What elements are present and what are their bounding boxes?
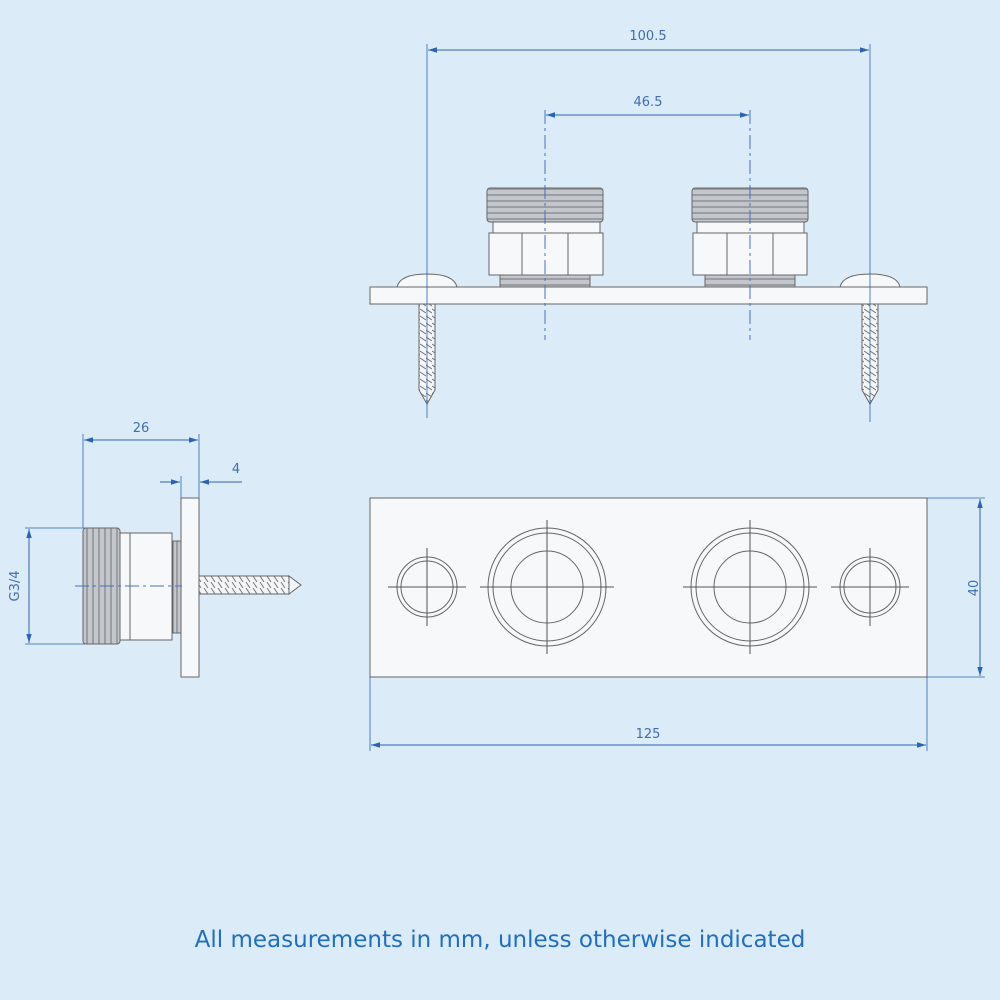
front-view: 40 125 — [369, 497, 985, 751]
dim-26: 26 — [133, 421, 150, 436]
dim-40: 40 — [967, 580, 982, 597]
mounting-plate — [369, 286, 928, 305]
side-plate — [180, 497, 200, 678]
dim-125: 125 — [636, 727, 661, 742]
dim-g3-4: G3/4 — [8, 571, 23, 602]
dim-100-5: 100.5 — [629, 29, 666, 44]
side-view: 26 4 G3/4 — [8, 421, 302, 678]
dim-46-5: 46.5 — [634, 95, 663, 110]
measurement-note: All measurements in mm, unless otherwise… — [194, 927, 806, 953]
dim-4: 4 — [232, 462, 240, 477]
top-view: 100.5 46.5 — [369, 29, 928, 422]
